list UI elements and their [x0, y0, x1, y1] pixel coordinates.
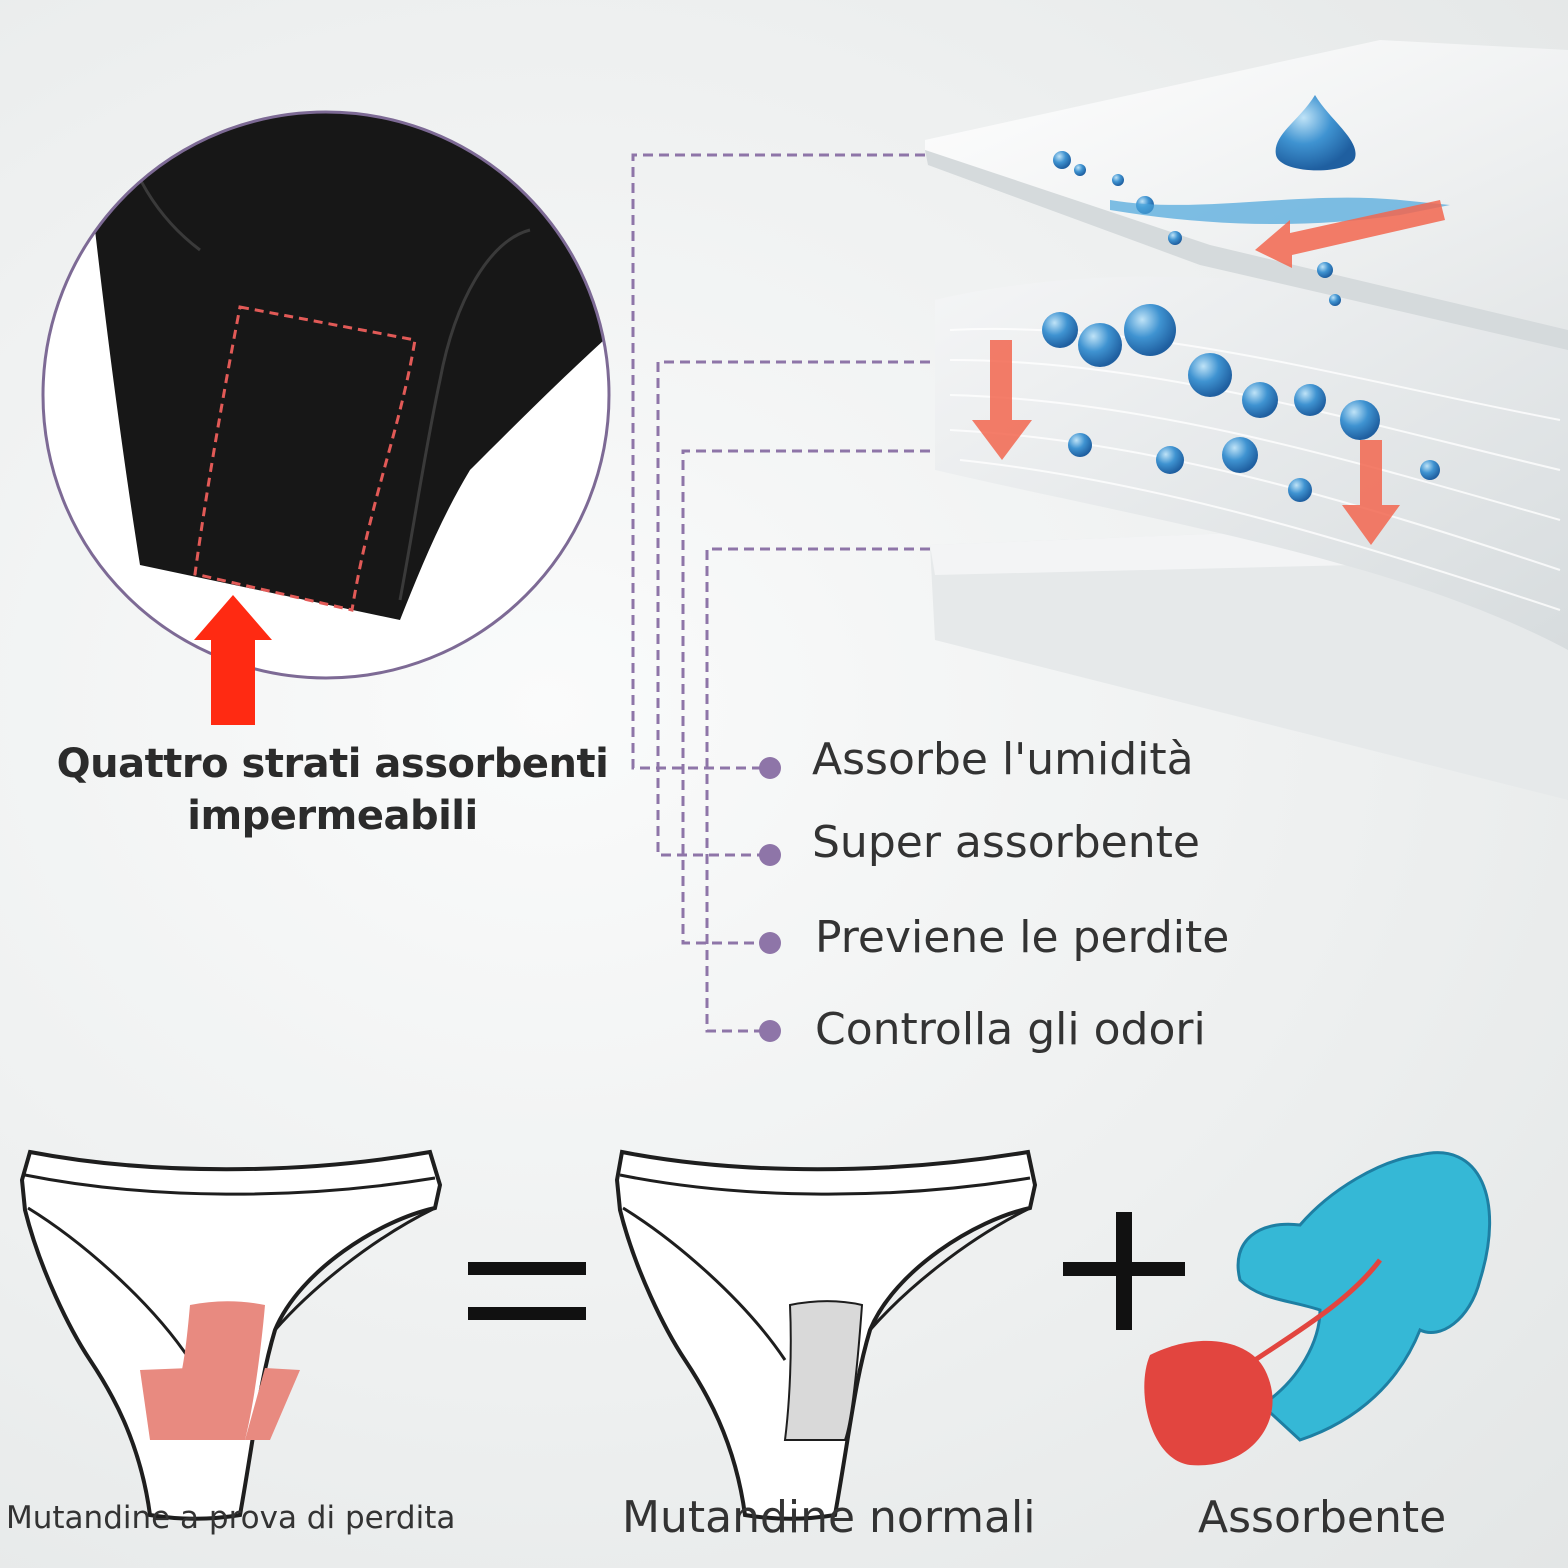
feature-controls-odors: Controlla gli odori	[815, 1004, 1206, 1055]
bottom-layer	[930, 520, 1568, 800]
equals-sign-icon	[468, 1262, 586, 1320]
red-left-arrow-icon	[1255, 200, 1445, 268]
feature-prevents-leaks: Previene le perdite	[815, 912, 1230, 963]
feature-super-absorbent: Super assorbente	[812, 817, 1200, 868]
red-up-arrow-icon	[194, 595, 272, 725]
black-underwear-crotch	[95, 112, 609, 620]
water-droplets	[1042, 95, 1440, 502]
magnifier-circle	[41, 110, 611, 725]
headline-line-2: impermeabili	[187, 793, 478, 839]
caption-sanitary-pad: Assorbente	[1198, 1492, 1447, 1543]
headline-line-1: Quattro strati assorbenti	[56, 741, 609, 787]
gusset-stitch-outline	[193, 305, 417, 612]
red-down-arrow-icon-left	[972, 340, 1032, 460]
plus-sign-icon	[1063, 1212, 1185, 1330]
leader-dots	[759, 757, 781, 1042]
top-layer	[925, 40, 1568, 330]
caption-regular-panties: Mutandine normali	[622, 1492, 1036, 1543]
red-down-arrow-icon-right	[1342, 440, 1400, 545]
layers-headline: Quattro strati assorbenti impermeabili	[40, 738, 625, 842]
absorbent-layers-illustration	[925, 40, 1568, 800]
regular-panties-illustration	[614, 1149, 1038, 1521]
feature-absorbs-moisture: Assorbe l'umidità	[812, 734, 1194, 785]
gray-gusset	[783, 1300, 864, 1441]
leakproof-panties-illustration	[19, 1149, 443, 1521]
sanitary-pad-illustration	[1144, 1151, 1492, 1466]
leader-lines	[631, 153, 930, 1033]
caption-leakproof-panties: Mutandine a prova di perdita	[6, 1500, 456, 1536]
